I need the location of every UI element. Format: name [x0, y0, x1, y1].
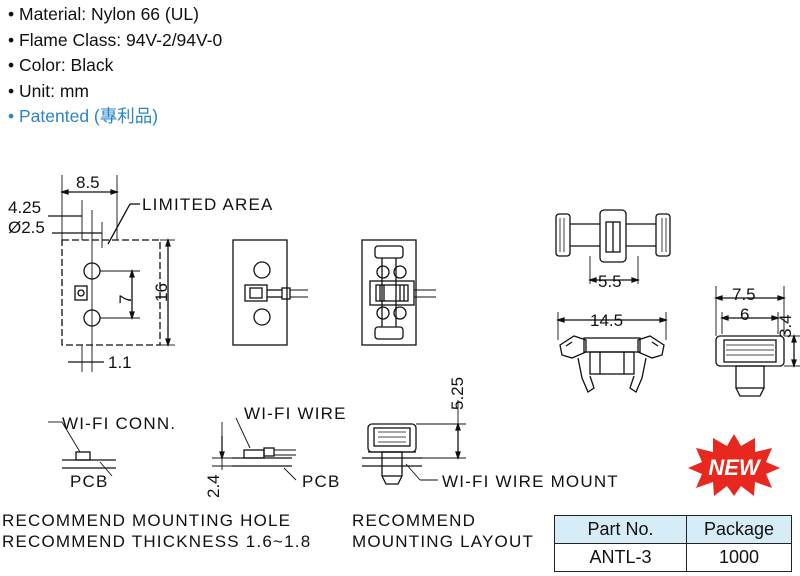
- part-table-header-row: Part No. Package: [554, 515, 792, 544]
- dim-3-4: 3.4: [776, 314, 795, 338]
- section-wifi-conn: [48, 421, 116, 477]
- label-wifi-conn: WI-FI CONN.: [62, 414, 177, 433]
- dim-7-5: 7.5: [732, 285, 756, 304]
- spec-patented: Patented (專利品): [8, 104, 222, 130]
- dim-5-5: 5.5: [598, 272, 622, 291]
- dim-5-25: 5.25: [448, 376, 467, 410]
- part-top-view: [555, 209, 671, 284]
- section-wifi-wire-mount: [362, 400, 466, 485]
- dim-4-25: 4.25: [8, 198, 42, 217]
- spec-material: Material: Nylon 66 (UL): [8, 2, 222, 28]
- dim-16: 16: [152, 283, 171, 302]
- label-wifi-wire: WI-FI WIRE: [244, 404, 347, 423]
- section-wifi-wire: [212, 417, 297, 481]
- label-pcb-2: PCB: [302, 472, 341, 491]
- dim-6: 6: [740, 305, 750, 324]
- table-row: ANTL-3 1000: [554, 543, 792, 572]
- connector-view: [232, 239, 308, 346]
- dim-14-5: 14.5: [590, 311, 624, 330]
- spec-list: Material: Nylon 66 (UL) Flame Class: 94V…: [8, 2, 222, 130]
- cell-package: 1000: [686, 543, 792, 572]
- header-part-no: Part No.: [554, 515, 687, 544]
- spec-flame-class: Flame Class: 94V-2/94V-0: [8, 28, 222, 54]
- caption-layout-line2: MOUNTING LAYOUT: [352, 532, 535, 551]
- new-badge-starburst: [688, 434, 780, 496]
- caption-layout-line1: RECOMMEND: [352, 511, 477, 530]
- dim-8-5: 8.5: [76, 173, 100, 192]
- mounting-layout-top-view: [361, 239, 436, 346]
- dim-7: 7: [116, 294, 135, 304]
- label-wifi-wire-mount: WI-FI WIRE MOUNT: [442, 472, 619, 491]
- dim-2-4: 2.4: [204, 474, 223, 498]
- cell-part-no: ANTL-3: [554, 543, 687, 572]
- dim-1-1: 1.1: [108, 353, 132, 372]
- label-pcb-1: PCB: [70, 472, 109, 491]
- dim-diameter-2-5: Ø2.5: [8, 218, 45, 237]
- spec-color: Color: Black: [8, 53, 222, 79]
- caption-hole-line2: RECOMMEND THICKNESS 1.6~1.8: [2, 532, 312, 551]
- part-side-view: [713, 286, 800, 397]
- label-limited-area: LIMITED AREA: [142, 195, 274, 214]
- caption-hole-line1: RECOMMEND MOUNTING HOLE: [2, 511, 292, 530]
- new-badge-text: NEW: [708, 455, 762, 480]
- header-package: Package: [686, 515, 792, 544]
- part-table: Part No. Package ANTL-3 1000: [554, 515, 792, 572]
- part-front-view: [555, 312, 669, 393]
- spec-unit: Unit: mm: [8, 79, 222, 105]
- new-badge: NEW: [688, 434, 780, 496]
- hole-layout-view: [48, 175, 175, 372]
